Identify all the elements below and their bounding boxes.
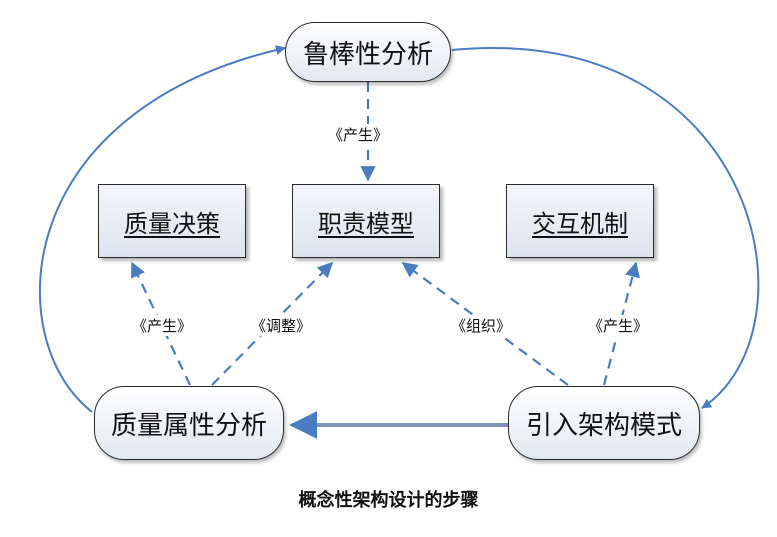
edge-label-produce-top: 《产生》	[327, 124, 390, 145]
pattern-to-interaction-arrow	[602, 261, 640, 386]
node-label: 交互机制	[532, 209, 628, 238]
arc-left-arrow	[38, 45, 286, 413]
node-quality-attribute-analysis: 质量属性分析	[94, 386, 284, 460]
node-label: 引入架构模式	[525, 410, 682, 441]
node-label: 质量决策	[124, 209, 220, 238]
node-label: 质量属性分析	[110, 410, 267, 441]
quality-to-decision-arrow	[130, 261, 191, 386]
edge-label-produce-right: 《产生》	[587, 315, 650, 336]
node-robustness-analysis: 鲁棒性分析	[285, 22, 451, 82]
diagram-caption: 概念性架构设计的步骤	[298, 490, 479, 511]
node-architecture-pattern: 引入架构模式	[508, 386, 700, 460]
node-interaction-mechanism: 交互机制	[506, 184, 654, 258]
node-label: 鲁棒性分析	[302, 39, 433, 70]
arc-right-arrow	[451, 47, 760, 409]
node-label: 职责模型	[318, 209, 414, 238]
node-quality-decision: 质量决策	[98, 184, 246, 258]
node-responsibility-model: 职责模型	[292, 184, 440, 258]
edge-label-adjust: 《调整》	[250, 315, 313, 336]
edge-label-produce-left: 《产生》	[131, 315, 194, 336]
edge-label-organize: 《组织》	[450, 315, 513, 336]
